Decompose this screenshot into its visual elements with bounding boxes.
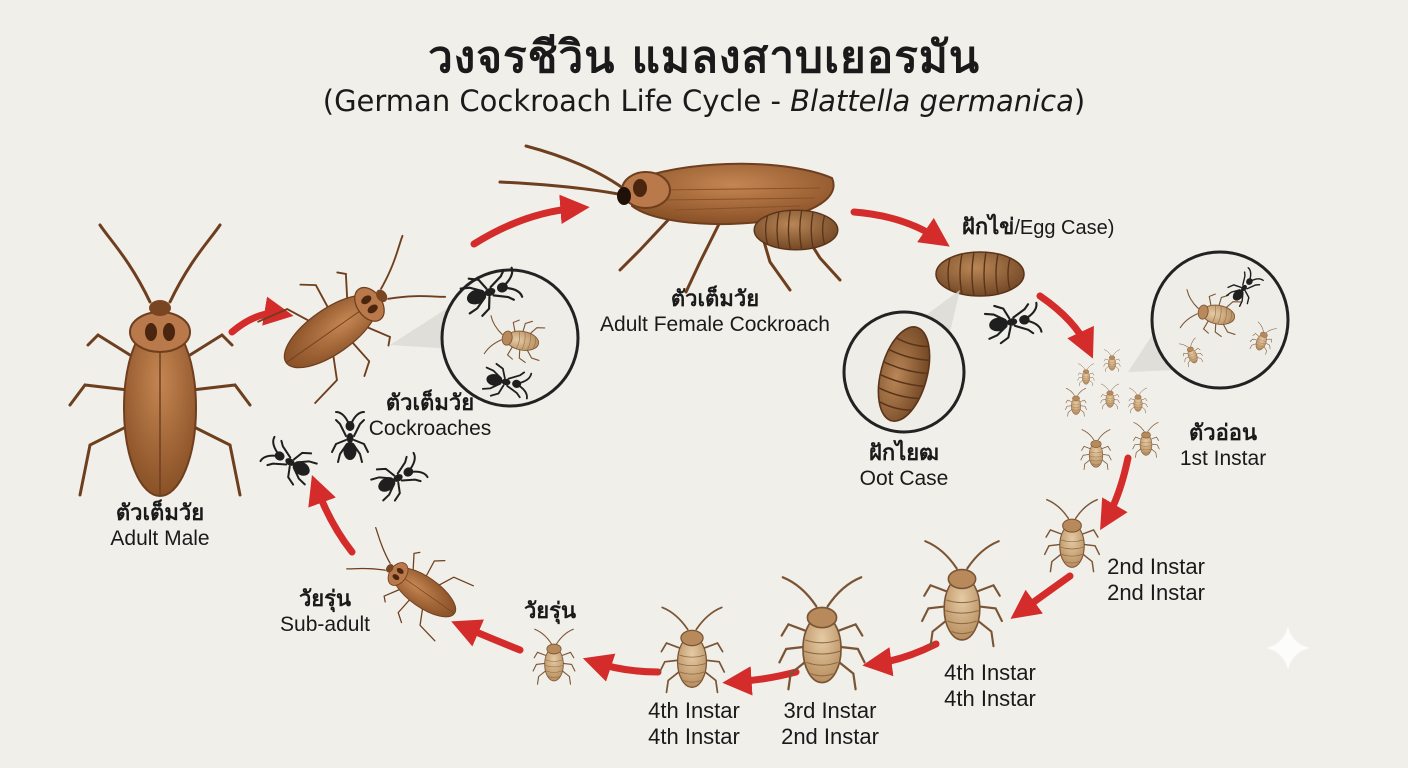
subtitle-suffix: ) <box>1073 84 1086 118</box>
subtitle-species: Blattella germanica <box>790 84 1074 118</box>
fourth-instar-nymph-icon <box>921 540 1003 648</box>
label-en: Adult Male <box>110 527 210 551</box>
label-en: Oot Case <box>859 467 949 491</box>
label-th: ตัวเต็มวัย <box>115 500 205 525</box>
label-en2: 2nd Instar <box>1107 580 1205 606</box>
magnifier-icon <box>1150 250 1290 390</box>
cycle-arrow-icon <box>582 653 662 682</box>
label-en2: 4th Instar <box>648 724 740 750</box>
label-oot-case: ฝักไยฒ Oot Case <box>824 440 984 492</box>
fourth-instar-small-nymph-icon <box>658 606 726 694</box>
egg-case-icon <box>935 251 1025 297</box>
label-en: /Egg Case) <box>1014 217 1115 239</box>
magnifier-icon <box>842 310 966 434</box>
magnifier-cone <box>922 290 960 340</box>
label-th: วัยรุ่น <box>298 586 352 611</box>
sparkle-icon <box>1266 626 1310 670</box>
ant-icon <box>367 448 431 507</box>
label-fourth-instar-a: 4th Instar 4th Instar <box>920 660 1060 713</box>
label-th: วัยรุ่น <box>523 598 577 623</box>
label-th: ตัวเต็มวัย <box>385 390 475 415</box>
label-egg-case: ฝักไข่/Egg Case) <box>962 214 1162 240</box>
label-en: 1st Instar <box>1179 447 1267 471</box>
label-en: Sub-adult <box>280 613 370 637</box>
label-first-instar: ตัวอ่อน 1st Instar <box>1148 420 1298 472</box>
ant-icon <box>257 432 321 491</box>
label-en: Adult Female Cockroach <box>600 313 830 337</box>
adult-male-cockroach-icon <box>68 223 252 498</box>
label-th: ตัวอ่อน <box>1188 420 1258 445</box>
page-title: วงจรชีวิน แมลงสาบเยอรมัน <box>428 32 980 83</box>
label-th: ตัวเต็มวัย <box>670 286 760 311</box>
cycle-arrow-icon <box>308 474 356 556</box>
label-en: 2nd Instar <box>1107 554 1205 579</box>
label-en2: 4th Instar <box>944 686 1036 712</box>
subtitle-prefix: (German Cockroach Life Cycle - <box>322 84 791 118</box>
label-sub-adult-a: วัยรุ่น <box>500 598 600 624</box>
ant-icon <box>982 297 1044 347</box>
label-th: ฝักไยฒ <box>868 440 940 465</box>
label-adult-male: ตัวเต็มวัย Adult Male <box>70 500 250 552</box>
label-adult-female: ตัวเต็มวัย Adult Female Cockroach <box>580 286 850 338</box>
third-instar-nymph-icon <box>778 576 866 691</box>
label-sub-adult-b: วัยรุ่น Sub-adult <box>250 586 400 638</box>
label-fourth-instar-b: 4th Instar 4th Instar <box>624 698 764 751</box>
label-en: 3rd Instar <box>783 698 877 723</box>
page-subtitle: (German Cockroach Life Cycle - Blattella… <box>0 84 1408 118</box>
cycle-arrow-icon <box>1036 292 1094 359</box>
adult-female-cockroach-icon <box>498 144 842 294</box>
label-third-instar: 3rd Instar 2nd Instar <box>760 698 900 751</box>
cycle-arrow-icon <box>1100 454 1132 531</box>
label-th: ฝักไข่ <box>962 214 1015 239</box>
label-en2: 2nd Instar <box>781 724 879 750</box>
cycle-arrow-icon <box>228 296 294 336</box>
sub-adult-small-icon <box>532 628 576 685</box>
label-en: 4th Instar <box>648 698 740 723</box>
cycle-arrow-icon <box>451 619 524 654</box>
label-adult-cockroaches: ตัวเต็มวัย Cockroaches <box>340 390 520 442</box>
cycle-arrow-icon <box>722 666 800 696</box>
cycle-arrow-icon <box>470 194 590 248</box>
label-en: Cockroaches <box>368 417 492 441</box>
cycle-arrow-icon <box>1010 572 1074 619</box>
cycle-arrow-icon <box>850 208 950 247</box>
label-second-instar: 2nd Instar 2nd Instar <box>1086 554 1226 607</box>
label-en: 4th Instar <box>944 660 1036 685</box>
magnifier-icon <box>440 262 580 408</box>
